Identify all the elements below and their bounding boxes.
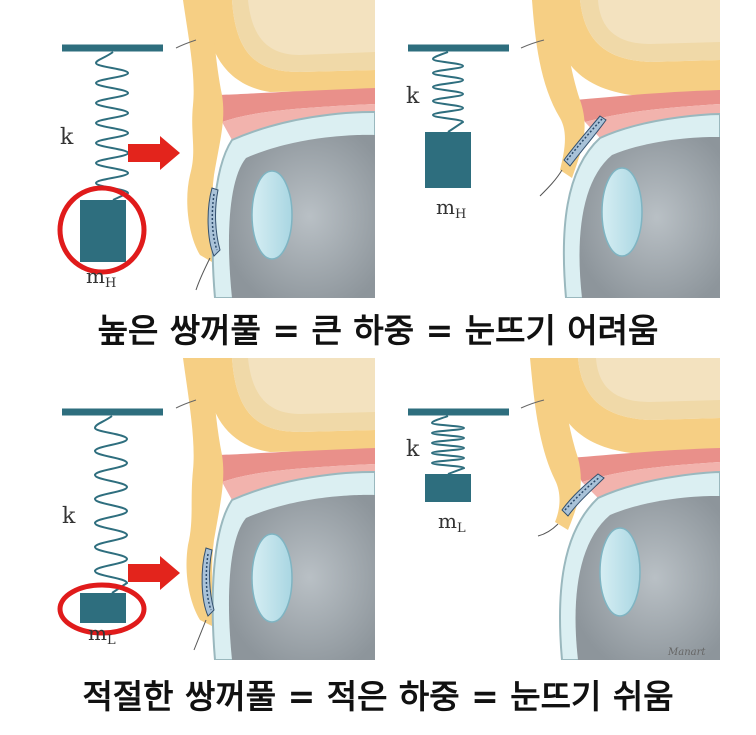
mass-light-block	[80, 593, 126, 623]
mass-light-label: mL	[438, 509, 466, 536]
spring-coil-compressed	[431, 51, 465, 133]
push-arrow-icon	[128, 556, 180, 590]
mass-heavy-label: mH	[86, 264, 116, 291]
mass-light-label: mL	[88, 621, 116, 648]
highlight-circle	[57, 185, 147, 275]
spring-coil-compressed	[430, 415, 466, 475]
panel-light-mass-eye-anatomy	[175, 358, 375, 660]
panel-heavy-result-eye-anatomy	[520, 0, 720, 298]
panel-light-result-eye-anatomy: Manart	[520, 358, 720, 660]
push-arrow-icon	[128, 136, 180, 170]
caption-proper-eyelid: 적절한 쌍꺼풀 = 적은 하중 = 눈뜨기 쉬움	[82, 677, 674, 716]
mass-heavy-label: mH	[436, 195, 466, 222]
spring-constant-label: k	[406, 437, 420, 462]
spring-coil	[94, 51, 130, 201]
caption-heavy-eyelid: 높은 쌍꺼풀 = 큰 하중 = 눈뜨기 어려움	[97, 311, 659, 350]
spring-constant-label: k	[60, 125, 74, 150]
spring-coil	[93, 415, 129, 594]
artist-signature: Manart	[667, 647, 706, 658]
spring-constant-label: k	[62, 504, 76, 529]
panel-heavy-mass-eye-anatomy	[175, 0, 375, 298]
highlight-circle	[57, 582, 147, 636]
mass-light-block	[425, 474, 471, 502]
spring-constant-label: k	[406, 84, 420, 109]
mass-heavy-block	[425, 132, 471, 188]
mass-heavy-block	[80, 200, 126, 262]
